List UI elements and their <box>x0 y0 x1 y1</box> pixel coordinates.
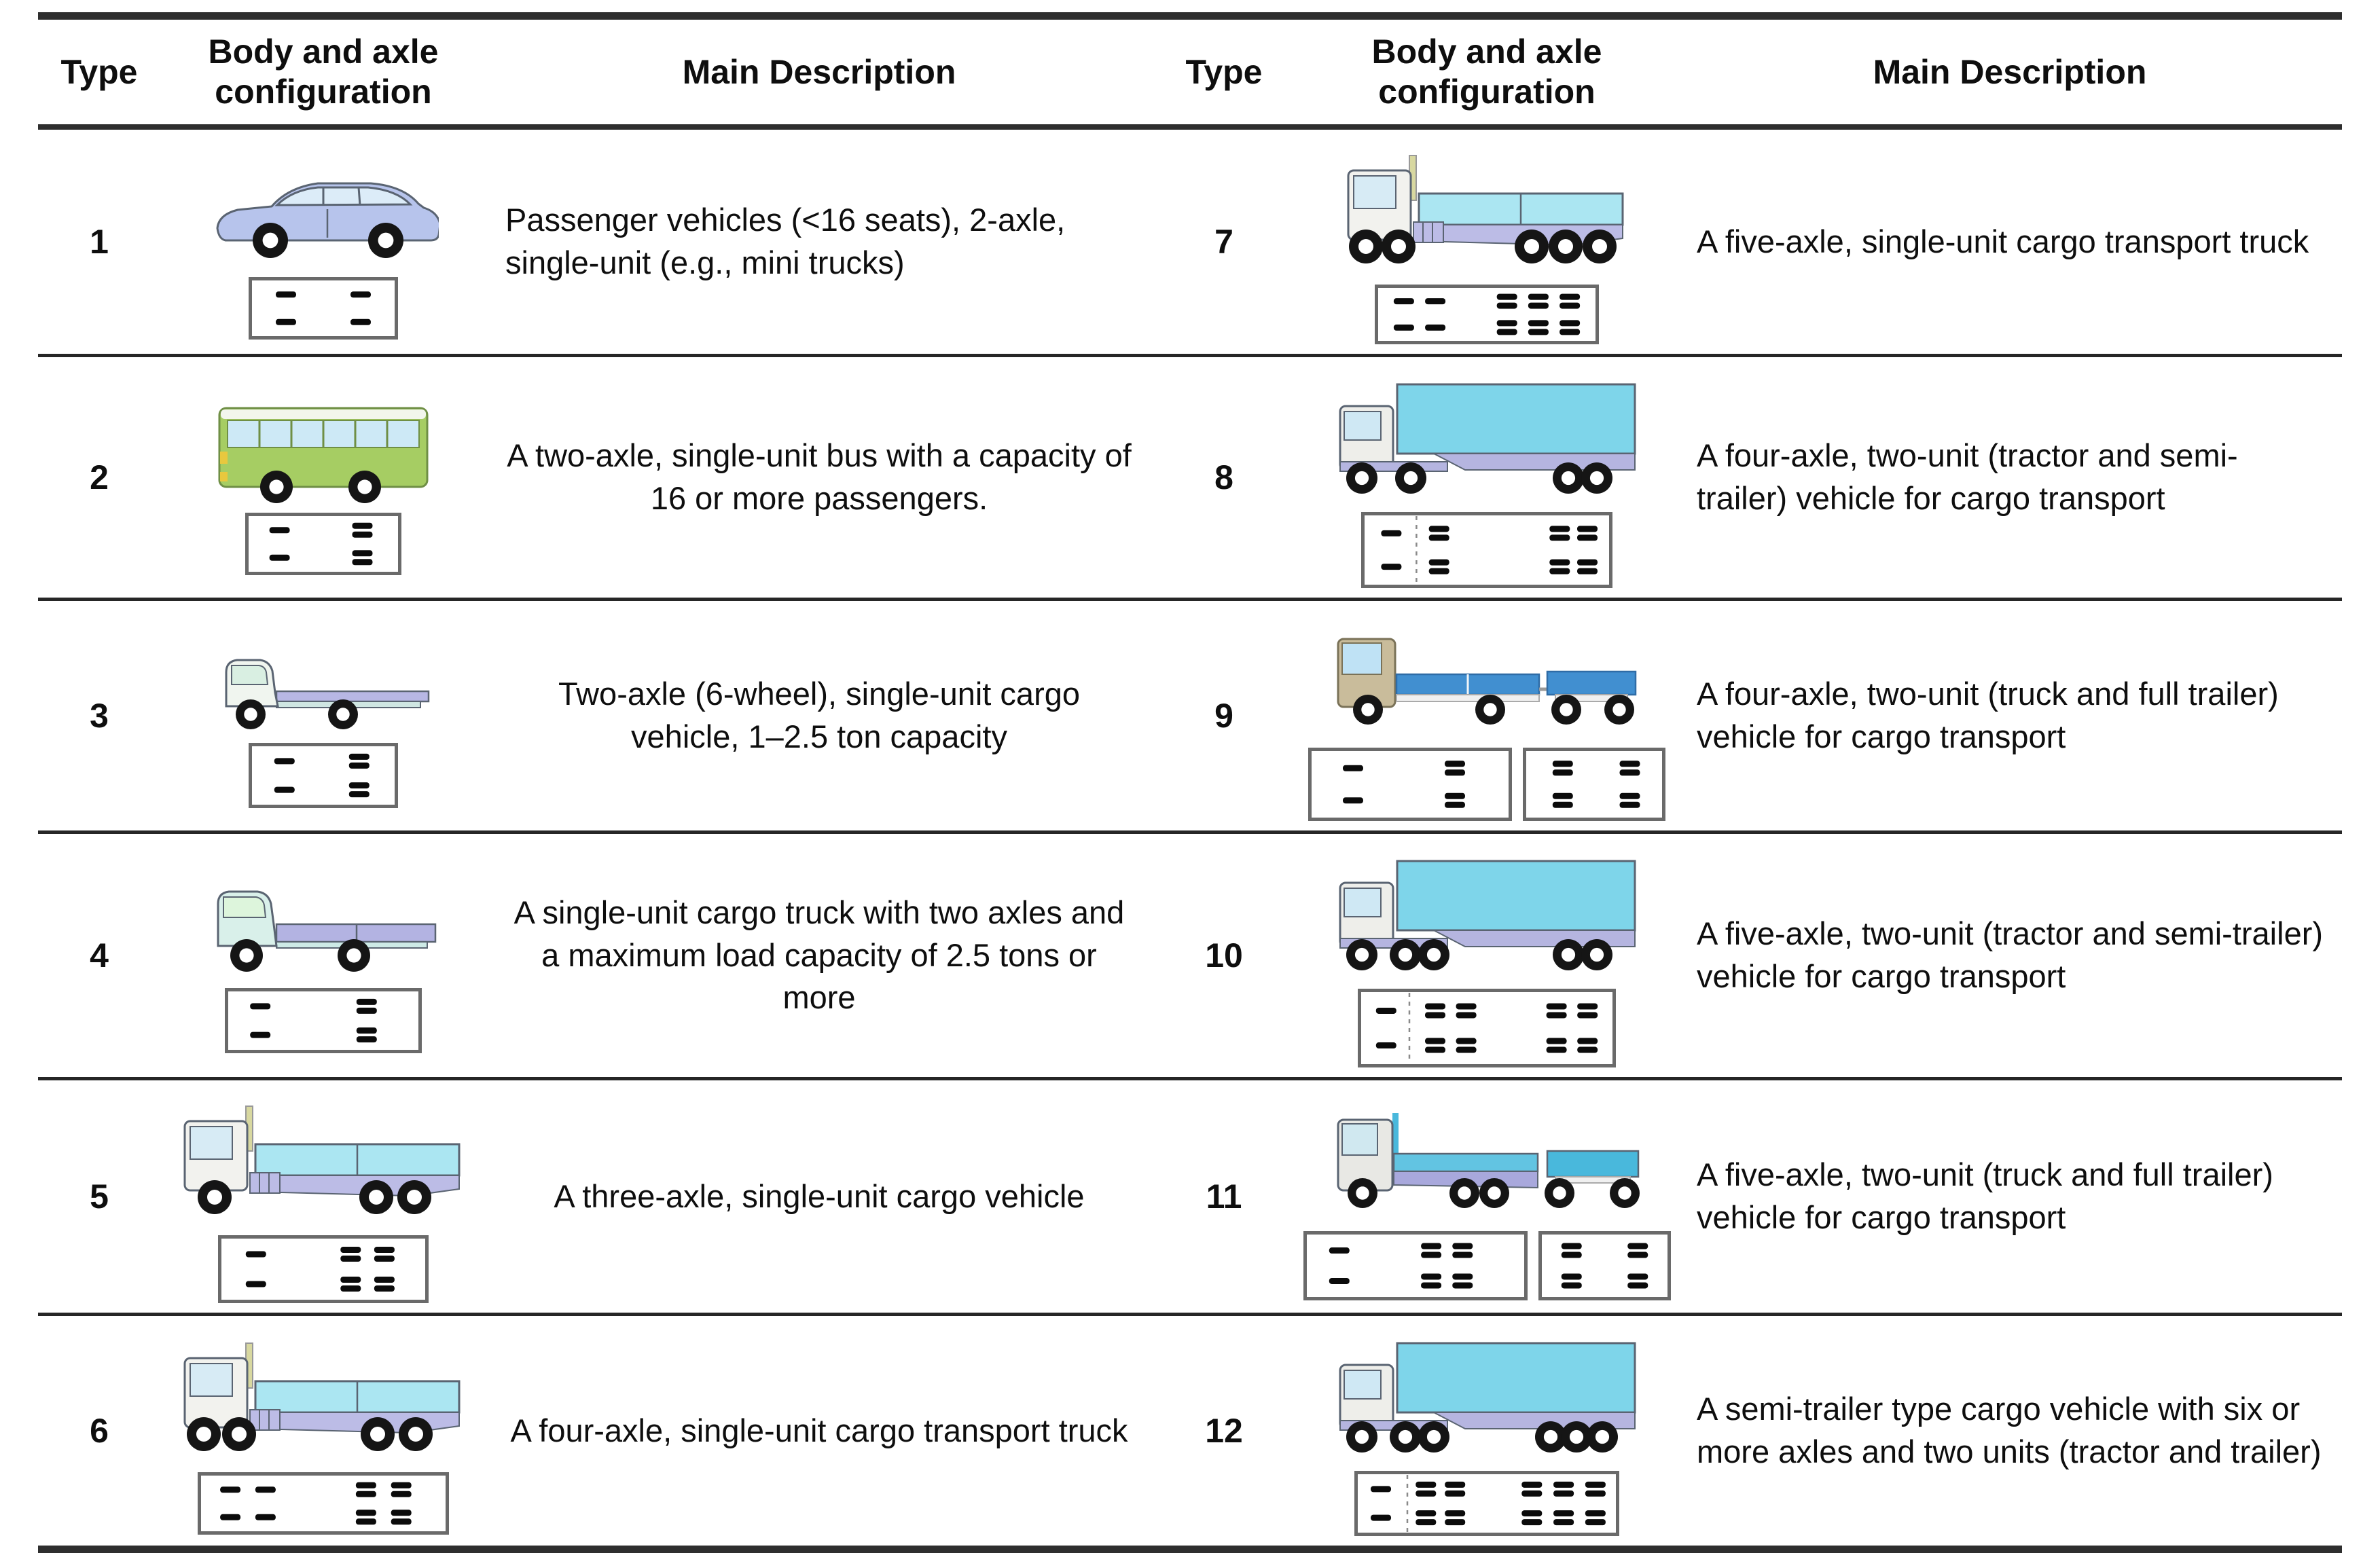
vehicle-description: A four-axle, two-unit (tractor and semi-… <box>1697 437 2238 516</box>
vehicle-description: A five-axle, single-unit cargo transport… <box>1697 223 2309 259</box>
vehicle-classification-table-page: Type Body and axle configuration Main De… <box>38 12 2342 1553</box>
type-number: 4 <box>90 936 109 974</box>
axle-diagram <box>1361 512 1612 588</box>
vehicle-config-cell <box>160 833 486 1079</box>
axle-diagram <box>249 277 398 340</box>
vehicle-config-cell <box>1296 600 1678 833</box>
vehicle-description: A five-axle, two-unit (truck and full tr… <box>1697 1156 2273 1235</box>
col-header-config-left: Body and axle configuration <box>208 33 439 111</box>
truck-full-trailer-4-axle-icon <box>1329 610 1645 741</box>
col-header-description-left: Main Description <box>682 52 956 91</box>
vehicle-description: A single-unit cargo truck with two axles… <box>513 894 1125 1016</box>
axle-diagram <box>218 1235 429 1303</box>
axle-diagram <box>1303 1231 1671 1300</box>
medium-flatbed-truck-icon <box>204 858 442 981</box>
vehicle-config-cell <box>160 356 486 600</box>
five-axle-box-truck-icon <box>1339 139 1635 278</box>
axle-diagram <box>245 513 401 575</box>
vehicle-config-cell <box>160 1315 486 1550</box>
vehicle-description: A five-axle, two-unit (tractor and semi-… <box>1697 915 2324 994</box>
axle-diagram <box>225 988 422 1053</box>
sedan-car-icon <box>208 144 439 270</box>
col-header-description-right: Main Description <box>1873 52 2147 91</box>
type-number: 8 <box>1214 458 1233 496</box>
type-number: 2 <box>90 458 109 496</box>
type-number: 1 <box>90 223 109 261</box>
table-header: Type Body and axle configuration Main De… <box>38 16 2342 127</box>
table-row: 2 A two-axle, single-unit bus with a capa… <box>38 355 2342 600</box>
col-header-config-right: Body and axle configuration <box>1371 33 1602 111</box>
table-row: 4 A single-unit cargo truck with two axle… <box>38 832 2342 1079</box>
table-row: 6 A four-axle, single-unit cargo transpor… <box>38 1314 2342 1550</box>
type-number: 6 <box>90 1412 109 1450</box>
small-flatbed-truck-icon <box>211 623 435 736</box>
tractor-semi-trailer-6-axle-icon <box>1332 1326 1642 1464</box>
table-row: 5 A three-axle, single-unit cargo vehicle… <box>38 1078 2342 1315</box>
vehicle-config-cell <box>1296 1079 1678 1315</box>
vehicle-description: A four-axle, single-unit cargo transport… <box>510 1412 1128 1448</box>
col-header-type-left: Type <box>60 52 138 91</box>
axle-diagram <box>1358 989 1616 1067</box>
vehicle-config-cell <box>160 600 486 833</box>
type-number: 12 <box>1205 1412 1243 1450</box>
axle-diagram <box>1375 285 1599 344</box>
truck-full-trailer-5-axle-icon <box>1329 1093 1645 1224</box>
vehicle-description: Two-axle (6-wheel), single-unit cargo ve… <box>558 676 1080 754</box>
vehicle-description: Passenger vehicles (<16 seats), 2-axle, … <box>505 202 1066 280</box>
vehicle-description: A four-axle, two-unit (truck and full tr… <box>1697 676 2279 754</box>
axle-diagram <box>1354 1471 1619 1536</box>
col-header-type-right: Type <box>1185 52 1263 91</box>
table-row: 3 Two-axle (6-wheel), single-unit cargo v… <box>38 599 2342 833</box>
type-number: 11 <box>1206 1177 1242 1216</box>
table-body: 1 Passenger vehicles (<16 seats), 2-axle,… <box>38 127 2342 1550</box>
vehicle-config-cell <box>160 127 486 356</box>
type-number: 9 <box>1214 697 1233 735</box>
vehicle-config-cell <box>1296 127 1678 356</box>
table-row: 1 Passenger vehicles (<16 seats), 2-axle,… <box>38 127 2342 356</box>
vehicle-classification-table: Type Body and axle configuration Main De… <box>38 12 2342 1553</box>
vehicle-description: A three-axle, single-unit cargo vehicle <box>554 1177 1085 1214</box>
vehicle-description: A semi-trailer type cargo vehicle with s… <box>1697 1391 2322 1469</box>
type-number: 7 <box>1214 223 1233 261</box>
type-number: 3 <box>90 697 109 735</box>
vehicle-config-cell <box>1296 1315 1678 1550</box>
vehicle-config-cell <box>160 1079 486 1315</box>
four-axle-box-truck-icon <box>175 1327 471 1465</box>
tractor-semi-trailer-5-axle-icon <box>1332 843 1642 982</box>
vehicle-config-cell <box>1296 833 1678 1079</box>
tractor-semi-trailer-4-axle-icon <box>1332 367 1642 505</box>
city-bus-icon <box>211 380 435 506</box>
type-number: 5 <box>90 1177 109 1216</box>
axle-diagram <box>1308 748 1665 821</box>
vehicle-description: A two-axle, single-unit bus with a capac… <box>507 437 1132 516</box>
three-axle-box-truck-icon <box>175 1090 471 1228</box>
vehicle-config-cell <box>1296 356 1678 600</box>
axle-diagram <box>249 743 398 808</box>
type-number: 10 <box>1205 936 1243 974</box>
axle-diagram <box>198 1472 449 1535</box>
